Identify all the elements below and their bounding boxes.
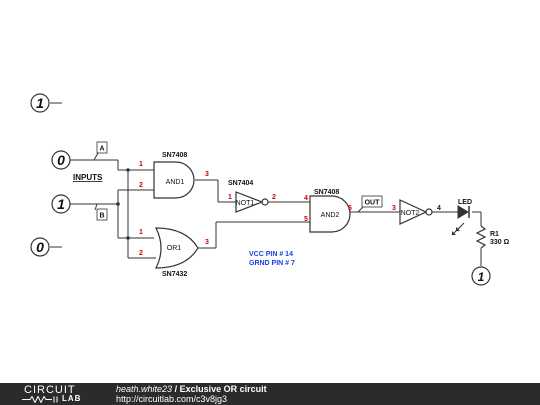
led-label: LED bbox=[458, 199, 472, 206]
junction-dot bbox=[116, 202, 120, 206]
and2-gate[interactable]: AND2 bbox=[309, 195, 351, 233]
junction-dot bbox=[126, 236, 130, 240]
probe-b[interactable]: B bbox=[94, 203, 108, 221]
or1-pin-out: 3 bbox=[205, 239, 209, 246]
footer-bar: CIRCUIT LAB heath.white23 / Exclusive OR… bbox=[0, 383, 540, 405]
ground-symbol-value: 1 bbox=[478, 270, 485, 284]
and1-pin-in1: 1 bbox=[139, 161, 143, 168]
and1-pin-in2: 2 bbox=[139, 182, 143, 189]
and1-name: AND1 bbox=[166, 179, 185, 186]
not2-pin-in: 3 bbox=[392, 205, 396, 212]
resistor-name: R1 bbox=[490, 231, 499, 238]
gnd-note: GRND PIN # 7 bbox=[249, 260, 295, 267]
not1-pin-in: 1 bbox=[228, 194, 232, 201]
not1-part-number: SN7404 bbox=[228, 180, 253, 187]
wires bbox=[50, 102, 482, 266]
junction-dot bbox=[126, 168, 130, 172]
not1-name: NOT1 bbox=[236, 200, 255, 207]
probe-b-label: B bbox=[99, 213, 104, 220]
byline-separator: / bbox=[174, 384, 178, 394]
vcc-note: VCC PIN # 14 bbox=[249, 251, 293, 258]
brand-logo-bottom: LAB bbox=[62, 394, 82, 403]
and2-pin-out: 6 bbox=[348, 205, 352, 212]
and2-name: AND2 bbox=[321, 212, 340, 219]
and2-part-number: SN7408 bbox=[314, 189, 339, 196]
resistor-logo-icon bbox=[22, 396, 58, 403]
inputs-heading: INPUTS bbox=[73, 173, 103, 182]
author-link[interactable]: heath.white23 bbox=[116, 384, 173, 394]
and2-pin-in1: 4 bbox=[304, 195, 308, 202]
circuit-byline: heath.white23 / Exclusive OR circuit bbox=[116, 384, 267, 394]
and1-pin-out: 3 bbox=[205, 171, 209, 178]
source-top-value: 1 bbox=[36, 95, 44, 111]
circuit-title: Exclusive OR circuit bbox=[179, 384, 267, 394]
source-a[interactable]: 0 bbox=[51, 150, 71, 170]
source-a-value: 0 bbox=[57, 152, 65, 168]
source-bottom[interactable]: 0 bbox=[30, 237, 50, 257]
source-b-value: 1 bbox=[57, 196, 65, 212]
resistor-value: 330 Ω bbox=[490, 239, 510, 246]
not1-gate[interactable]: NOT1 bbox=[235, 191, 269, 213]
probe-out[interactable]: OUT bbox=[361, 195, 383, 208]
source-top[interactable]: 1 bbox=[30, 93, 50, 113]
probe-out-label: OUT bbox=[365, 200, 381, 207]
source-bottom-value: 0 bbox=[36, 239, 44, 255]
not2-gate[interactable]: NOT2 bbox=[399, 199, 433, 225]
or1-name: OR1 bbox=[167, 245, 182, 252]
source-b[interactable]: 1 bbox=[51, 194, 71, 214]
or1-gate[interactable]: OR1 bbox=[155, 227, 199, 269]
resistor-r1[interactable] bbox=[475, 225, 487, 249]
not1-pin-out: 2 bbox=[272, 194, 276, 201]
and2-pin-in2: 5 bbox=[304, 216, 308, 223]
led-diode[interactable] bbox=[451, 205, 470, 236]
junctions bbox=[116, 168, 130, 240]
and1-part-number: SN7408 bbox=[162, 152, 187, 159]
or1-part-number: SN7432 bbox=[162, 271, 187, 278]
schematic-canvas: 1 0 1 0 INPUTS A B AND1 SN7408 1 2 3 OR1… bbox=[30, 93, 510, 286]
ground-symbol[interactable]: 1 bbox=[471, 266, 491, 286]
probe-a[interactable]: A bbox=[93, 141, 108, 161]
probe-a-label: A bbox=[99, 146, 104, 153]
and1-gate[interactable]: AND1 bbox=[153, 161, 195, 199]
or1-pin-in2: 2 bbox=[139, 250, 143, 257]
or1-pin-in1: 1 bbox=[139, 229, 143, 236]
not2-name: NOT2 bbox=[401, 210, 420, 217]
brand-logo-top: CIRCUIT bbox=[24, 384, 76, 396]
circuit-url[interactable]: http://circuitlab.com/c3v8jg3 bbox=[116, 394, 228, 404]
not2-pin-out: 4 bbox=[437, 205, 441, 212]
